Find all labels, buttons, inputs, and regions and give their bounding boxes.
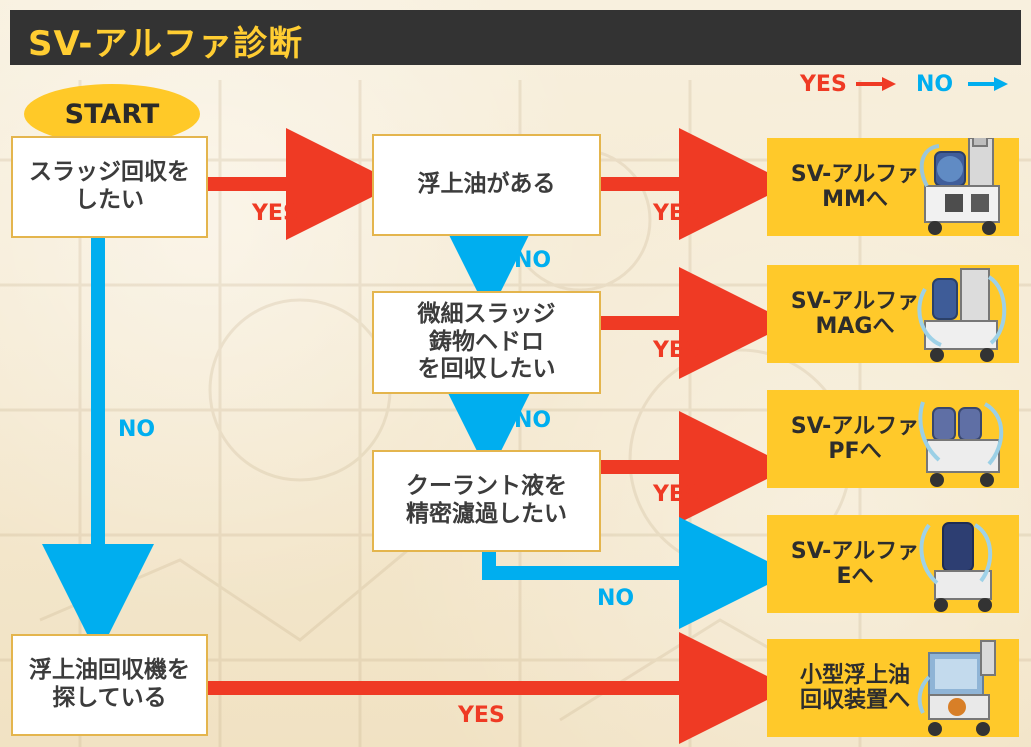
filtration-machine-icon <box>918 401 1004 487</box>
result-small-oil-recovery-device-text: 小型浮上油 回収装置へ <box>799 662 910 713</box>
edge-label-q2-to-q3: NO <box>514 248 552 273</box>
edge-label-q3-to-r2: YES <box>653 338 700 363</box>
edge-label-q3-to-q4: NO <box>514 408 552 433</box>
filtration-machine-icon <box>919 522 993 612</box>
result-sv-alpha-pf-label: SV-アルファ PFへ <box>767 390 933 488</box>
no-arrow-q4-to-r4 <box>482 517 791 629</box>
edge-label-q4-to-r3: YES <box>653 482 700 507</box>
page-title: SV-アルファ診断 <box>28 24 304 64</box>
edge-label-q2-to-r1: YES <box>653 201 700 226</box>
start-node: START <box>24 84 200 144</box>
result-sv-alpha-mm: SV-アルファ MMへ <box>767 138 1019 236</box>
result-sv-alpha-pf-text: SV-アルファ PFへ <box>790 413 920 464</box>
result-sv-alpha-mm-label: SV-アルファ MMへ <box>767 138 933 236</box>
result-sv-alpha-e-text: SV-アルファ Eへ <box>790 538 920 589</box>
result-sv-alpha-pf: SV-アルファ PFへ <box>767 390 1019 488</box>
edge-label-q1-to-q5: NO <box>118 417 156 442</box>
question-precision-filtration: クーラント液を 精密濾過したい <box>372 450 601 552</box>
edge-label-q1-to-q2: YES <box>252 201 299 226</box>
legend-yes-arrow-icon <box>856 77 896 91</box>
result-sv-alpha-mag-text: SV-アルファ MAGへ <box>790 288 920 339</box>
result-sv-alpha-e-label: SV-アルファ Eへ <box>767 515 933 613</box>
edge-label-q5-to-r5: YES <box>458 703 505 728</box>
result-sv-alpha-mag-label: SV-アルファ MAGへ <box>767 265 933 363</box>
question-precision-filtration-text: クーラント液を 精密濾過したい <box>406 473 567 527</box>
result-small-oil-recovery-device: 小型浮上油 回収装置へ <box>767 639 1019 737</box>
result-sv-alpha-mm-text: SV-アルファ MMへ <box>790 161 920 212</box>
legend-no-arrow-icon <box>968 77 1008 91</box>
title-bar: SV-アルファ診断 <box>10 10 1021 65</box>
question-fine-sludge: 微細スラッジ 鋳物ヘドロ を回収したい <box>372 291 601 394</box>
question-oil-recovery-machine-text: 浮上油回収機を 探している <box>29 657 190 711</box>
question-oil-recovery-machine: 浮上油回収機を 探している <box>11 634 208 736</box>
filtration-machine-icon <box>917 268 1007 362</box>
legend-no-label: NO <box>916 72 954 97</box>
filtration-machine-icon <box>919 138 1000 235</box>
oil-recovery-machine-icon <box>917 640 996 736</box>
result-small-oil-recovery-device-label: 小型浮上油 回収装置へ <box>767 639 933 737</box>
result-sv-alpha-mag: SV-アルファ MAGへ <box>767 265 1019 363</box>
question-fine-sludge-text: 微細スラッジ 鋳物ヘドロ を回収したい <box>417 301 556 383</box>
question-floating-oil: 浮上油がある <box>372 134 601 236</box>
edge-label-q4-to-r4: NO <box>597 586 635 611</box>
result-sv-alpha-e: SV-アルファ Eへ <box>767 515 1019 613</box>
question-sludge-recovery-text: スラッジ回収を したい <box>29 159 190 213</box>
legend-yes-label: YES <box>800 72 847 97</box>
question-sludge-recovery: スラッジ回収を したい <box>11 136 208 238</box>
question-floating-oil-text: 浮上油がある <box>417 171 556 198</box>
